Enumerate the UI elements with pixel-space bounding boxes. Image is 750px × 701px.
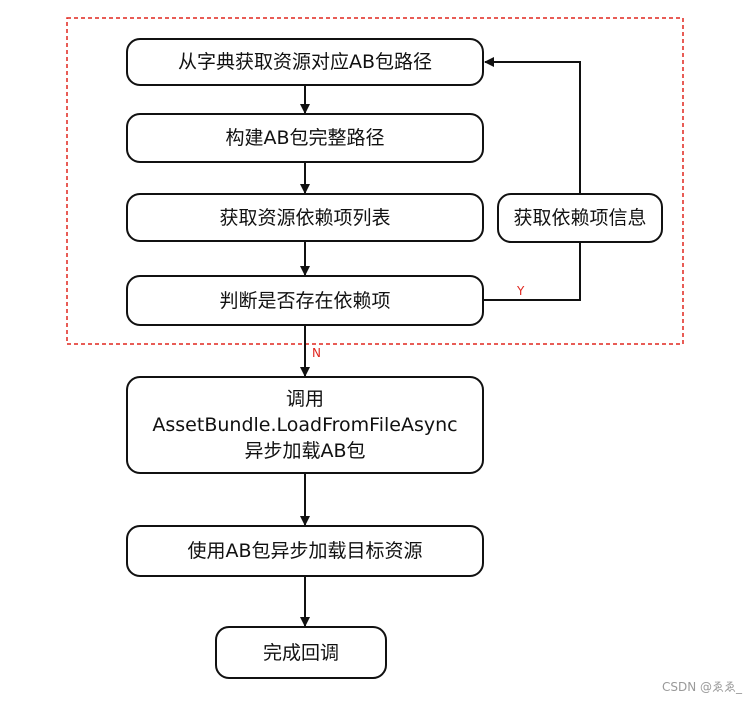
node-load-line-1: 调用 bbox=[285, 388, 324, 410]
node-get-dependencies: 获取资源依赖项列表 bbox=[126, 193, 484, 242]
node-complete-callback: 完成回调 bbox=[215, 626, 387, 679]
arrow-depinfo-to-lookup bbox=[484, 57, 581, 193]
arrow-check-to-depinfo bbox=[484, 243, 581, 301]
node-check-dependencies: 判断是否存在依赖项 bbox=[126, 275, 484, 326]
edge-label-no: N bbox=[312, 346, 321, 360]
node-get-dependency-info: 获取依赖项信息 bbox=[497, 193, 663, 243]
node-load-line-3: 异步加载AB包 bbox=[244, 440, 366, 462]
node-build-path: 构建AB包完整路径 bbox=[126, 113, 484, 163]
csdn-watermark: CSDN @ゑゑ_ bbox=[661, 680, 742, 694]
node-lookup-path: 从字典获取资源对应AB包路径 bbox=[126, 38, 484, 86]
loop-dashed-frame bbox=[66, 17, 684, 345]
node-load-target-asset: 使用AB包异步加载目标资源 bbox=[126, 525, 484, 577]
edge-label-yes: Y bbox=[517, 284, 525, 298]
node-load-line-2: AssetBundle.LoadFromFileAsync bbox=[152, 414, 458, 436]
node-load-assetbundle: 调用 AssetBundle.LoadFromFileAsync 异步加载AB包 bbox=[126, 376, 484, 474]
